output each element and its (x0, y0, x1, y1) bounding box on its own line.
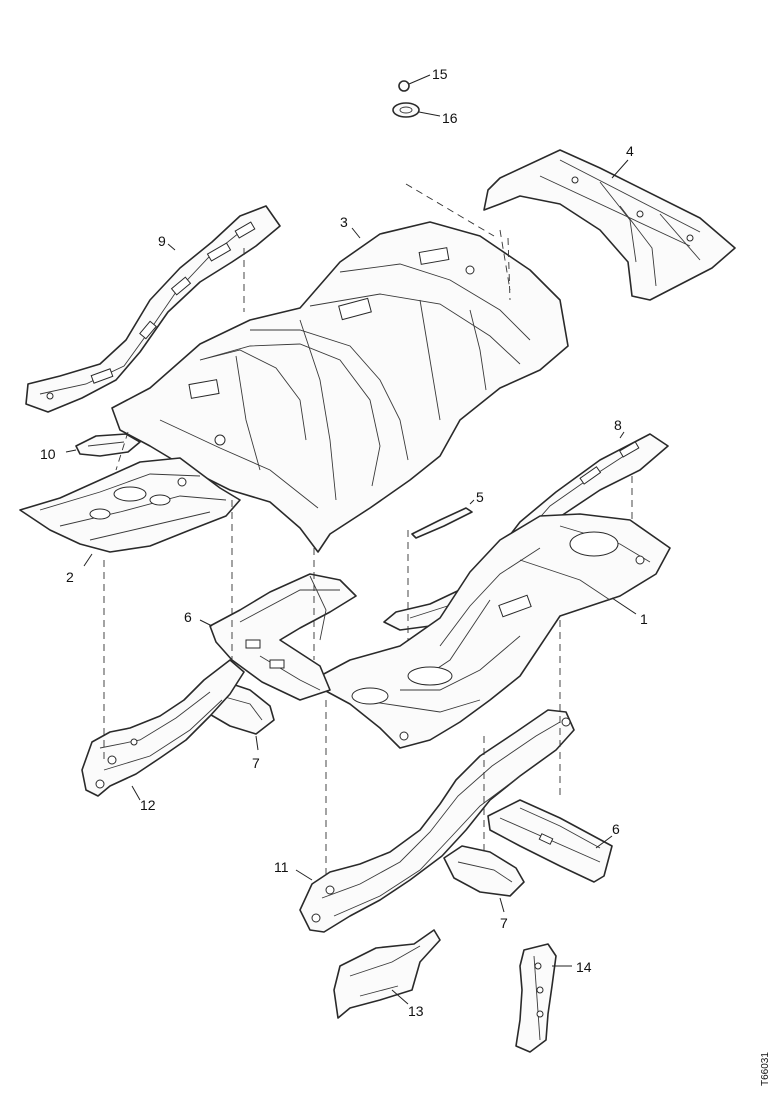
callout-9: 9 (158, 233, 166, 249)
callout-4: 4 (626, 143, 634, 159)
reference-code: T66031 (760, 1052, 771, 1086)
callout-2: 2 (66, 569, 74, 585)
part-6-cross-member-right (487, 799, 613, 883)
part-13-mounting-bracket (333, 929, 441, 1019)
callout-16: 16 (442, 110, 458, 126)
part-9-side-rail (25, 205, 281, 413)
callout-10: 10 (40, 446, 56, 462)
part-14-mounting-bracket (515, 943, 572, 1053)
part-4-rear-end-panel (483, 149, 736, 301)
callout-6-right: 6 (612, 821, 620, 837)
part-16-grommet (392, 102, 441, 118)
part-6-cross-member-left (199, 573, 357, 701)
callout-5: 5 (476, 489, 484, 505)
callout-12: 12 (140, 797, 156, 813)
alignment-lines (103, 183, 633, 880)
part-15-clip (398, 74, 431, 92)
part-10-gusset-plate (65, 433, 141, 457)
callout-15: 15 (432, 66, 448, 82)
part-2-front-floor-section (19, 457, 241, 567)
callout-7-left: 7 (252, 755, 260, 771)
callout-7-right: 7 (500, 915, 508, 931)
callout-13: 13 (408, 1003, 424, 1019)
part-12-front-longitudinal-left (81, 659, 245, 801)
callout-3: 3 (340, 214, 348, 230)
part-3-rear-floor-pan (111, 221, 569, 553)
callout-1: 1 (640, 611, 648, 627)
callout-labels: 15 16 4 3 9 8 10 5 2 6 1 7 12 6 11 7 14 … (40, 66, 648, 1019)
callout-11: 11 (274, 859, 289, 875)
part-7-reinforcement-right (443, 845, 525, 913)
callout-6-left: 6 (184, 609, 192, 625)
callout-14: 14 (576, 959, 592, 975)
callout-8: 8 (614, 417, 622, 433)
part-5-small-bracket (411, 499, 475, 539)
part-1-main-floor-panel (319, 513, 671, 749)
part-11-front-longitudinal-right (295, 709, 575, 933)
